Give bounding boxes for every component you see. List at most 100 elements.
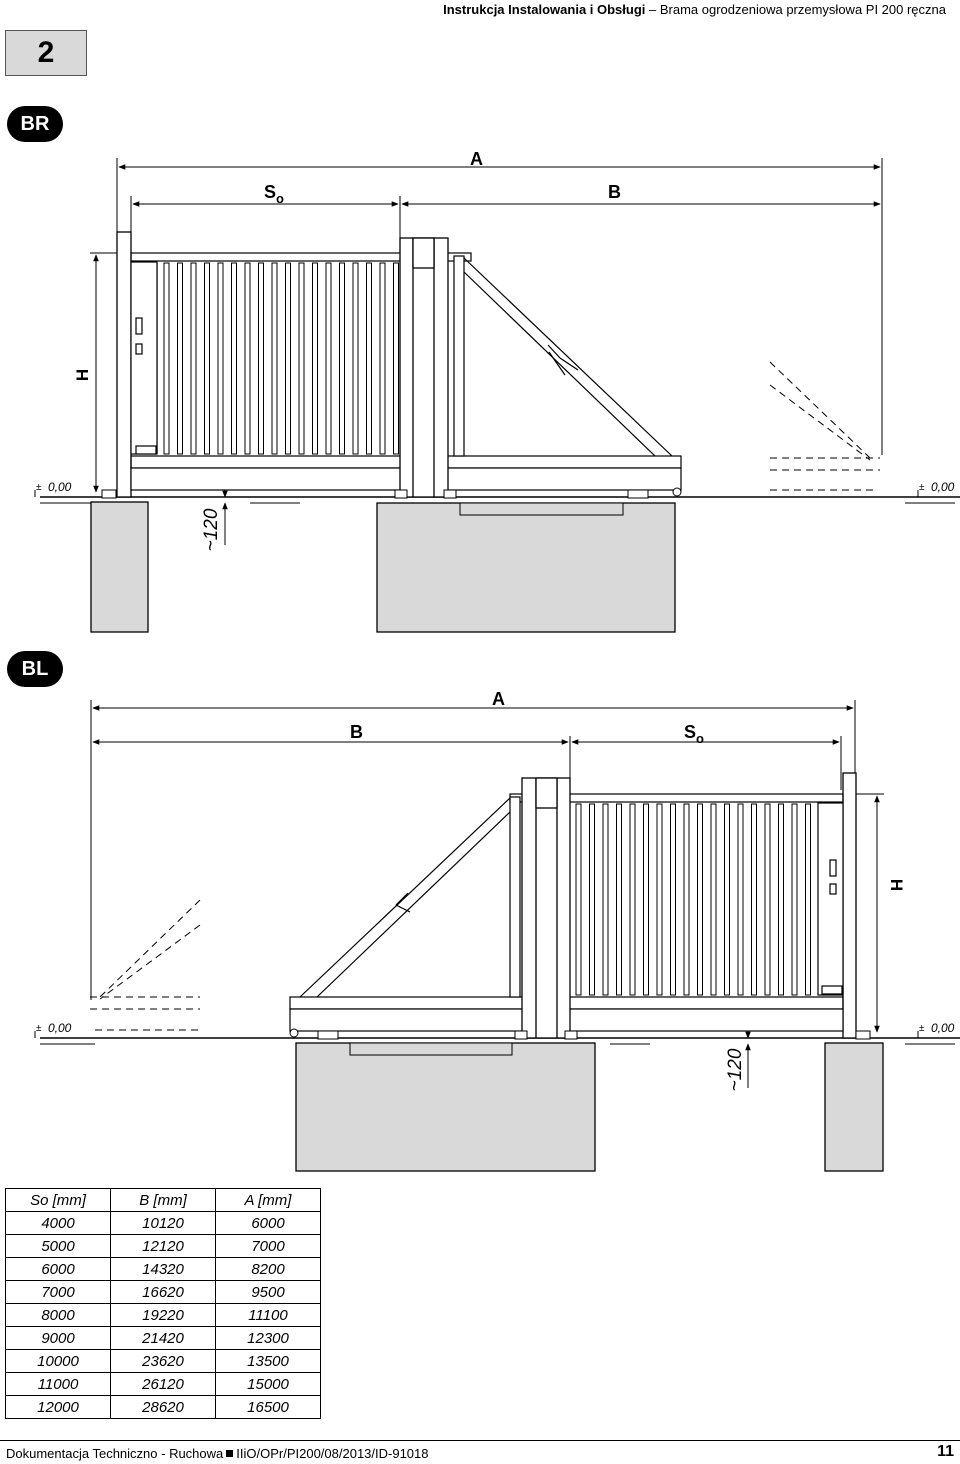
svg-text:±: ± [36, 1023, 42, 1034]
gate-slat [805, 803, 811, 996]
column-header: So [mm] [5, 1188, 111, 1212]
br-diagram: A So B H ± 0,00 ± 0,00 [34, 149, 960, 633]
gate-slat [177, 262, 183, 455]
gate-slat [656, 803, 663, 996]
svg-text:±: ± [919, 1023, 925, 1034]
table-cell: 21420 [110, 1326, 216, 1350]
gate-slat [697, 803, 703, 996]
bl-post-foundation [824, 1042, 884, 1172]
table-header-row: So [mm] B [mm] A [mm] [5, 1188, 321, 1212]
bl-level-right: ± 0,00 [917, 1021, 955, 1038]
bl-dim-b-so: B So [92, 722, 842, 790]
svg-text:0,00: 0,00 [48, 1021, 72, 1035]
gate-slat [602, 803, 609, 996]
bl-dim-a: A [90, 689, 856, 1000]
table-cell: 5000 [5, 1234, 111, 1258]
gate-slat [589, 803, 595, 996]
br-open-outline [769, 361, 880, 491]
br-label-so: So [264, 182, 284, 206]
bl-label-a: A [492, 689, 505, 709]
bl-level-left: ± 0,00 [34, 1021, 72, 1038]
page-number: 11 [937, 1443, 954, 1460]
br-main-foundation [376, 502, 676, 633]
gate-slat [366, 262, 372, 455]
column-header: A [mm] [215, 1188, 321, 1212]
table-cell: 10000 [5, 1349, 111, 1373]
gate-slat [163, 262, 170, 455]
gate-slat [258, 262, 264, 455]
br-post-foundation [90, 501, 149, 633]
bl-support-columns [521, 777, 571, 1039]
gate-slat [751, 803, 757, 996]
br-rollers [101, 487, 682, 499]
table-cell: 26120 [110, 1372, 216, 1396]
bl-dim-120: ~120 [725, 1048, 746, 1091]
br-dim-h: H [73, 252, 130, 493]
footer-doc-code: IIiO/OPr/PI200/08/2013/ID-91018 [236, 1446, 429, 1461]
gate-slat [393, 262, 399, 455]
badge-bl: BL [7, 651, 63, 687]
bl-rollers [289, 1028, 871, 1040]
table-cell: 15000 [215, 1372, 321, 1396]
table-cell: 4000 [5, 1211, 111, 1235]
gate-slat [724, 803, 730, 996]
table-cell: 13500 [215, 1349, 321, 1373]
column-header: B [mm] [110, 1188, 216, 1212]
bl-label-b: B [350, 722, 363, 742]
bl-label-h: H [887, 879, 906, 891]
bl-catch-post [842, 772, 857, 1039]
svg-text:±: ± [919, 482, 925, 493]
gate-slat [325, 262, 332, 455]
table-cell: 6000 [5, 1257, 111, 1281]
svg-text:0,00: 0,00 [931, 1021, 955, 1035]
table-cell: 7000 [5, 1280, 111, 1304]
table-cell: 11000 [5, 1372, 111, 1396]
br-support-columns [399, 237, 449, 498]
br-catch-post [116, 231, 132, 498]
br-label-a: A [470, 149, 483, 169]
header-title: Instrukcja Instalowania i Obsługi [443, 2, 646, 17]
br-dim-so-b: So B [130, 182, 881, 250]
table-cell: 28620 [110, 1395, 216, 1419]
gate-slat [204, 262, 210, 455]
bl-label-so: So [684, 722, 704, 746]
gate-slat [764, 803, 771, 996]
badge-br: BR [7, 106, 63, 142]
gate-slat [778, 803, 784, 996]
table-cell: 8200 [215, 1257, 321, 1281]
table-cell: 14320 [110, 1257, 216, 1281]
square-bullet-icon [226, 1450, 234, 1457]
table-cell: 16620 [110, 1280, 216, 1304]
br-dim-120: ~120 [201, 508, 222, 551]
gate-slat [575, 803, 582, 996]
svg-text:0,00: 0,00 [931, 480, 955, 494]
svg-text:0,00: 0,00 [48, 480, 72, 494]
gate-slat [352, 262, 359, 455]
bl-diagram: A B So H ± 0,00 ± 0,00 [34, 689, 960, 1172]
svg-text:±: ± [36, 482, 42, 493]
table-cell: 11100 [215, 1303, 321, 1327]
gate-slat [271, 262, 278, 455]
gate-slat [244, 262, 251, 455]
table-cell: 10120 [110, 1211, 216, 1235]
page-header: Instrukcja Instalowania i Obsługi – Bram… [443, 2, 946, 17]
table-cell: 9500 [215, 1280, 321, 1304]
gate-slat [670, 803, 676, 996]
bl-main-foundation [295, 1042, 596, 1172]
table-cell: 9000 [5, 1326, 111, 1350]
gate-slat [791, 803, 798, 996]
gate-slat [217, 262, 224, 455]
table-cell: 23620 [110, 1349, 216, 1373]
gate-slat [616, 803, 622, 996]
br-level-left: ± 0,00 [34, 480, 72, 497]
gate-slat [683, 803, 690, 996]
